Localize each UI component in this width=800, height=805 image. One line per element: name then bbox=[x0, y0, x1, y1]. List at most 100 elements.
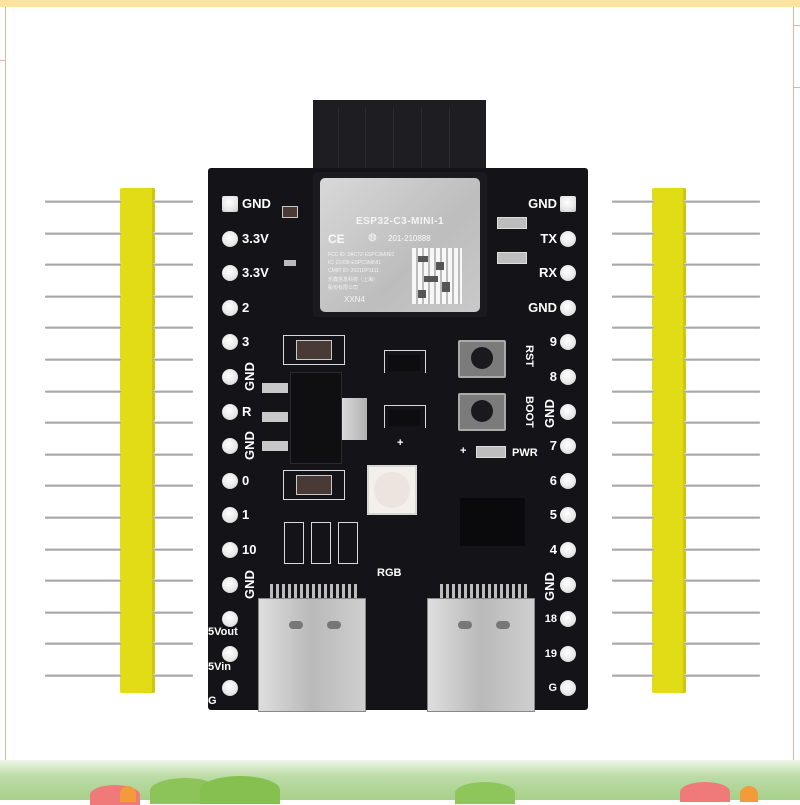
left-pad[interactable] bbox=[222, 299, 238, 316]
header-pin bbox=[684, 452, 760, 456]
header-pin bbox=[684, 421, 760, 425]
left-pad[interactable] bbox=[222, 472, 238, 489]
header-pin bbox=[684, 358, 760, 361]
right-pad[interactable] bbox=[560, 438, 576, 455]
capacitor bbox=[296, 475, 332, 495]
left-pin-label: G bbox=[208, 695, 217, 708]
tx-led bbox=[497, 217, 527, 229]
leaf-decoration bbox=[200, 776, 280, 804]
frame-tick bbox=[0, 60, 6, 61]
boot-button[interactable] bbox=[458, 393, 506, 431]
header-pin bbox=[684, 200, 760, 203]
ldo-leg bbox=[262, 441, 288, 451]
fine-print: FCC ID: 2AC7Z-ESPC3MINI1 bbox=[328, 252, 395, 258]
right-pad[interactable] bbox=[560, 265, 576, 282]
transistor bbox=[388, 355, 420, 371]
left-pad[interactable] bbox=[222, 265, 238, 282]
header-pin bbox=[153, 294, 193, 298]
left-pad[interactable] bbox=[222, 334, 238, 351]
left-pin-label: 3.3V bbox=[242, 230, 269, 246]
top-band bbox=[0, 0, 800, 7]
right-pad[interactable] bbox=[560, 299, 576, 316]
rgb-led bbox=[367, 465, 417, 515]
header-pin bbox=[612, 231, 654, 235]
left-pin-label: 10 bbox=[242, 542, 257, 557]
right-pad[interactable] bbox=[560, 542, 576, 558]
rx-led bbox=[497, 252, 527, 264]
transistor-outline bbox=[384, 350, 426, 373]
frame-tick bbox=[794, 87, 800, 88]
right-pad[interactable] bbox=[560, 680, 576, 697]
right-pin-label: 7 bbox=[549, 438, 557, 454]
header-pin bbox=[612, 674, 654, 677]
power-led bbox=[476, 446, 506, 458]
header-pin bbox=[45, 389, 121, 393]
header-pin bbox=[684, 674, 760, 677]
header-pin bbox=[153, 263, 193, 267]
rgb-label: RGB bbox=[377, 567, 402, 579]
header-plastic bbox=[652, 188, 686, 693]
left-pad[interactable] bbox=[222, 542, 238, 558]
left-pad[interactable] bbox=[222, 438, 238, 455]
header-pin bbox=[45, 547, 121, 551]
left-pad[interactable] bbox=[222, 576, 238, 593]
usb-c-port-right[interactable] bbox=[427, 598, 535, 712]
usb-pins bbox=[270, 584, 360, 598]
right-pad[interactable] bbox=[560, 230, 576, 247]
header-pin bbox=[612, 452, 654, 456]
reset-button[interactable] bbox=[458, 340, 506, 378]
header-pin bbox=[45, 516, 121, 519]
left-pad[interactable] bbox=[222, 680, 238, 697]
right-pin-label: G bbox=[548, 682, 557, 695]
left-pad[interactable] bbox=[222, 369, 238, 385]
header-pin bbox=[45, 642, 121, 646]
right-pad[interactable] bbox=[560, 403, 576, 420]
right-pad[interactable] bbox=[560, 369, 576, 385]
frame-border-left bbox=[5, 7, 6, 800]
transistor bbox=[388, 410, 420, 426]
left-pin-header bbox=[45, 188, 193, 693]
flower-decoration bbox=[680, 782, 730, 802]
right-pad[interactable] bbox=[560, 472, 576, 489]
left-pad[interactable] bbox=[222, 196, 238, 212]
right-pad[interactable] bbox=[560, 196, 576, 212]
header-pin bbox=[45, 231, 121, 235]
left-pad[interactable] bbox=[222, 507, 238, 524]
header-pin bbox=[45, 358, 121, 361]
diode bbox=[338, 522, 358, 564]
left-pad[interactable] bbox=[222, 645, 238, 662]
right-pad[interactable] bbox=[560, 576, 576, 593]
header-pin bbox=[45, 326, 121, 330]
right-pad[interactable] bbox=[560, 645, 576, 662]
header-pin bbox=[45, 421, 121, 425]
boot-label: BOOT bbox=[523, 396, 535, 428]
left-pad[interactable] bbox=[222, 611, 238, 628]
cert-icon: ◍ bbox=[368, 232, 377, 243]
left-pin-label: GND bbox=[242, 569, 257, 599]
smd-capacitor bbox=[282, 206, 298, 218]
header-pin bbox=[684, 516, 760, 519]
ldo-leg bbox=[262, 412, 288, 422]
left-pad[interactable] bbox=[222, 403, 238, 420]
right-pin-label: RX bbox=[538, 265, 557, 281]
flower-decoration bbox=[740, 786, 758, 802]
rst-label: RST bbox=[523, 345, 535, 367]
left-pad[interactable] bbox=[222, 230, 238, 247]
right-pin-label: GND bbox=[528, 299, 557, 315]
header-pin bbox=[153, 579, 193, 583]
usb-serial-chip bbox=[460, 498, 525, 546]
right-pin-label: 4 bbox=[549, 542, 557, 557]
header-pin bbox=[153, 674, 193, 677]
right-pad[interactable] bbox=[560, 507, 576, 524]
fine-print: 股份有限公司 bbox=[328, 285, 359, 291]
header-pin bbox=[684, 326, 760, 330]
header-pin bbox=[45, 579, 121, 583]
header-pin bbox=[612, 389, 654, 393]
right-pad[interactable] bbox=[560, 611, 576, 628]
right-pin-label: 19 bbox=[544, 647, 557, 660]
right-pad[interactable] bbox=[560, 334, 576, 351]
header-pin bbox=[612, 263, 654, 267]
usb-c-port-left[interactable] bbox=[258, 598, 366, 712]
ce-mark: CE bbox=[328, 232, 345, 246]
usb-pins bbox=[440, 584, 530, 598]
